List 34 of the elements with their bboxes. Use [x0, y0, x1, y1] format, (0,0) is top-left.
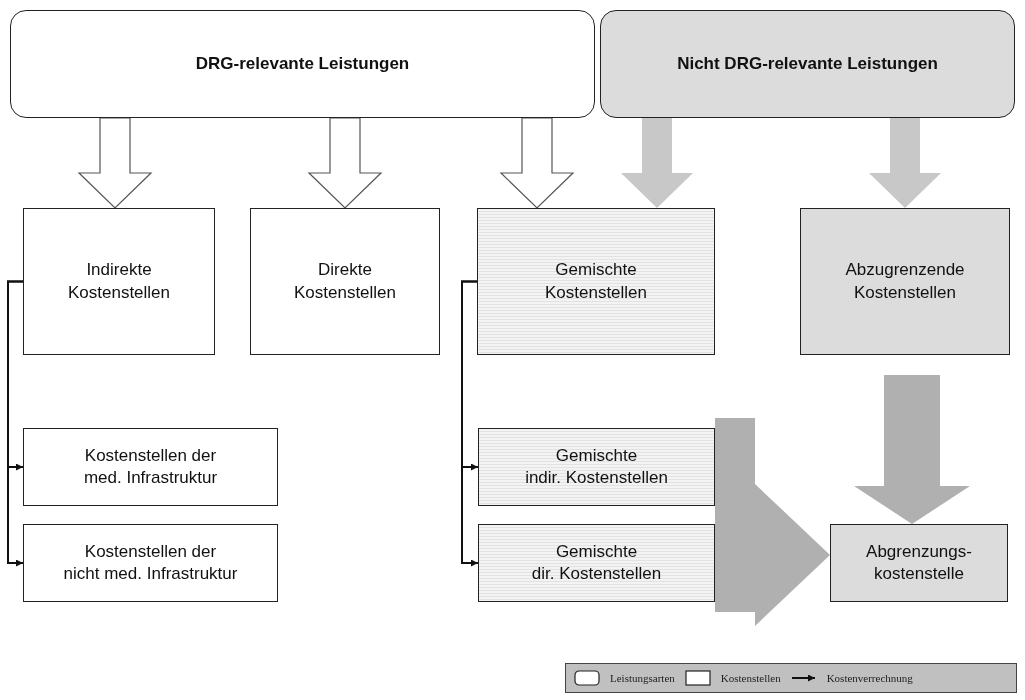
- legend-label: Kostenverrechnung: [826, 672, 913, 684]
- node-label: Abzugrenzende Kostenstellen: [845, 259, 965, 304]
- block-arrow: [621, 118, 693, 208]
- node-label: Kostenstellen der nicht med. Infrastruktur: [63, 540, 238, 585]
- cost-center-box: [478, 524, 715, 602]
- node-label: Abgrenzungs-kostenstelle: [865, 540, 973, 585]
- node-label: Gemischte dir. Kostenstellen: [531, 540, 662, 585]
- connector-arrow: [461, 280, 479, 567]
- cost-center-box: [477, 208, 715, 355]
- category-box: [10, 10, 595, 118]
- cost-center-box: [830, 524, 1008, 602]
- block-arrow: [499, 117, 575, 209]
- block-arrow: [869, 118, 941, 208]
- node-label: Indirekte Kostenstellen: [67, 259, 171, 304]
- cost-center-box: [250, 208, 440, 355]
- connector-arrow: [7, 280, 24, 567]
- cost-center-box: [23, 208, 215, 355]
- node-label: Gemischte indir. Kostenstellen: [525, 444, 668, 489]
- block-arrow: [77, 117, 153, 209]
- node-label: DRG-relevante Leistungen: [195, 52, 410, 75]
- category-box: [600, 10, 1015, 118]
- cost-center-box: [800, 208, 1010, 355]
- node-label: Gemischte Kostenstellen: [544, 259, 648, 304]
- node-label: Kostenstellen der med. Infrastruktur: [83, 444, 218, 489]
- node-label: Nicht DRG-relevante Leistungen: [677, 52, 938, 75]
- cost-center-box: [23, 428, 278, 506]
- node-label: Direkte Kostenstellen: [293, 259, 397, 304]
- legend-label: Leistungsarten: [610, 672, 675, 684]
- block-arrow: [854, 375, 970, 524]
- block-arrow: [715, 418, 830, 626]
- legend-label: Kostenstellen: [720, 672, 781, 684]
- block-arrow: [307, 117, 383, 209]
- cost-center-box: [478, 428, 715, 506]
- cost-center-box: [23, 524, 278, 602]
